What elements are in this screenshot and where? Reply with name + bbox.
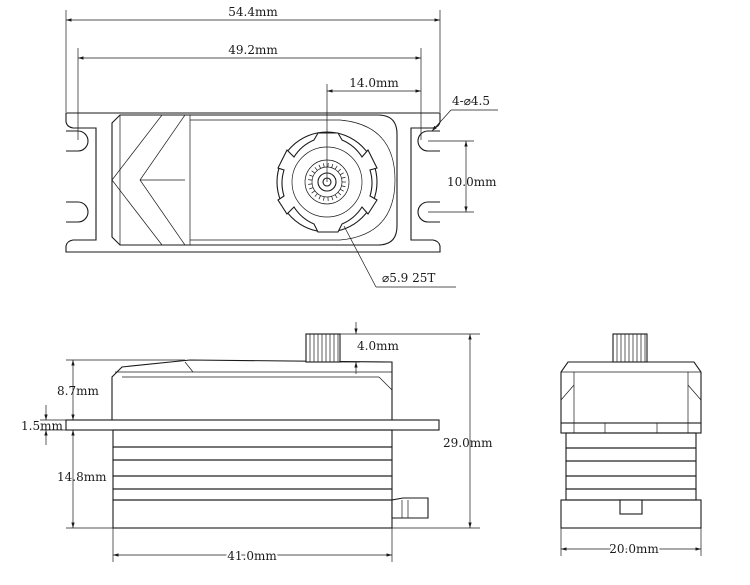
overall-length-label: 54.4mm: [228, 5, 278, 19]
hole-pitch-label: 10.0mm: [447, 175, 497, 189]
spline-tooth: [308, 180, 312, 181]
end-view-section-5: [566, 489, 696, 500]
dimension-spline-height: 4.0mm: [340, 322, 480, 374]
output-spline: [306, 334, 340, 362]
mounting-flange: [66, 113, 440, 252]
end-view-section-2: [566, 448, 696, 461]
lower-height-label: 14.8mm: [57, 470, 107, 484]
dimension-lower-height: 14.8mm: [57, 430, 113, 528]
side-view: 4.0mm 29.0mm 8.7mm 1.5mm 14.8mm: [21, 322, 493, 563]
case-section-1: [113, 430, 392, 447]
total-height-label: 29.0mm: [443, 436, 493, 450]
case-section-5: [113, 489, 392, 500]
end-view-cable-exit: [620, 500, 642, 514]
mounting-tab: [66, 420, 439, 430]
end-view-flange: [561, 423, 701, 433]
spline-height-label: 4.0mm: [357, 339, 399, 353]
end-view-section-4: [566, 476, 696, 489]
horn-offset-label: 14.0mm: [349, 76, 399, 90]
bottom-case: [113, 500, 392, 528]
dimension-upper-height: 8.7mm: [57, 360, 185, 420]
mount-holes-label: 4-⌀4.5: [452, 94, 490, 108]
spline-label: ⌀5.9 25T: [382, 271, 435, 285]
end-view-spline: [613, 334, 647, 362]
cable-exit: [392, 498, 428, 518]
leader-spline: ⌀5.9 25T: [344, 226, 456, 287]
end-view-section-1: [566, 433, 696, 448]
dimension-body-width: 20.0mm: [561, 528, 701, 556]
top-cover: [112, 360, 392, 420]
end-view-section-3: [566, 461, 696, 476]
dimension-tab-thickness: 1.5mm: [21, 405, 66, 445]
spline-tooth: [308, 184, 312, 185]
mounting-hole-top-left: [66, 131, 88, 151]
body-length-label: 41.0mm: [227, 549, 277, 563]
end-view: 20.0mm: [561, 334, 701, 556]
dimension-hole-spacing: 49.2mm: [78, 43, 421, 140]
mounting-hole-bottom-left: [66, 202, 88, 222]
case-section-3: [113, 460, 392, 476]
hole-spacing-label: 49.2mm: [228, 43, 278, 57]
leader-mount-holes: 4-⌀4.5: [432, 94, 498, 131]
top-view: 54.4mm 49.2mm 14.0mm 4-⌀4.5 10.0mm: [66, 5, 498, 287]
upper-height-label: 8.7mm: [57, 384, 99, 398]
body-width-label: 20.0mm: [609, 542, 659, 556]
end-view-cover: [561, 362, 701, 423]
dimension-hole-pitch: 10.0mm: [428, 141, 497, 212]
case-section-4: [113, 476, 392, 489]
dimension-overall-length: 54.4mm: [66, 5, 440, 112]
case-section-2: [113, 447, 392, 460]
dimension-body-length: 41.0mm: [113, 528, 392, 563]
tab-thickness-label: 1.5mm: [21, 419, 63, 433]
